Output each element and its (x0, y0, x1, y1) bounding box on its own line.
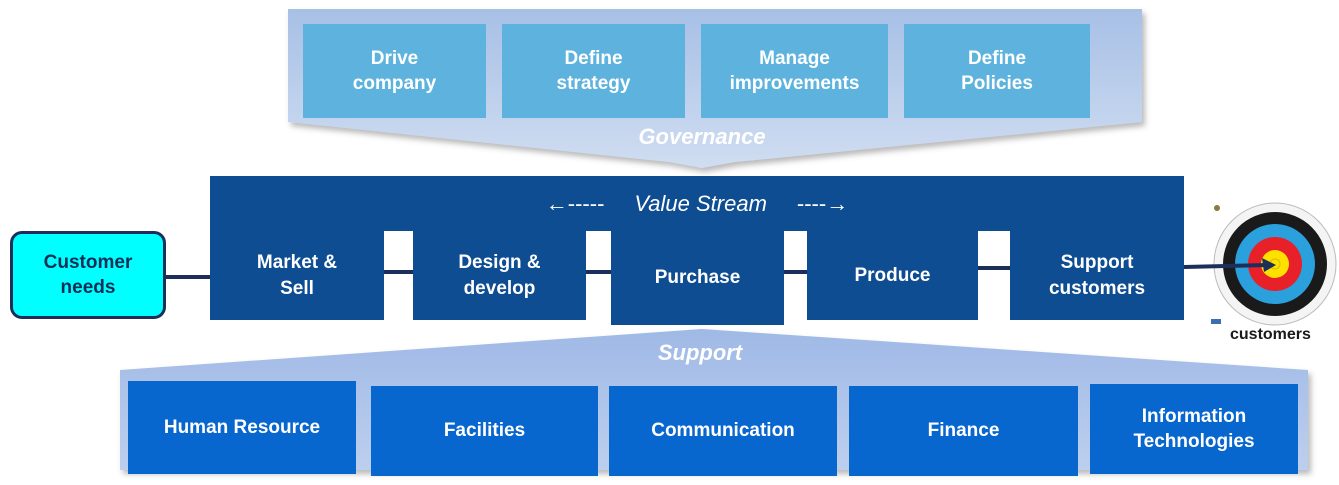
arrow-to-target-icon (1184, 258, 1276, 272)
customer-needs-box: Customer needs (10, 231, 166, 319)
right-arrow-icon: ----→ (796, 190, 849, 216)
governance-item-define-policies: Define Policies (904, 24, 1090, 118)
target-icon (1205, 200, 1339, 330)
support-item-finance: Finance (849, 386, 1078, 476)
connector-customer-needs (166, 275, 212, 279)
step-produce: Produce (807, 231, 978, 320)
support-item-communication: Communication (609, 386, 837, 476)
connector-3 (784, 270, 810, 274)
governance-item-drive-company: Drive company (303, 24, 486, 118)
connector-2 (586, 270, 614, 274)
value-stream-label: Value Stream (634, 190, 767, 216)
step-market-sell: Market & Sell (210, 231, 384, 320)
left-arrow-icon: ←----- (545, 190, 605, 216)
support-item-information-technologies: Information Technologies (1090, 384, 1298, 474)
step-design-develop: Design & develop (413, 231, 586, 320)
support-item-human-resource: Human Resource (128, 381, 356, 474)
governance-item-define-strategy: Define strategy (502, 24, 685, 118)
customers-label: customers (1230, 326, 1311, 343)
value-stream-header: ←----- Value Stream ----→ (210, 176, 1184, 231)
value-stream-band (210, 176, 1184, 231)
governance-item-manage-improvements: Manage improvements (701, 24, 888, 118)
connector-4 (978, 266, 1012, 270)
governance-label: Governance (638, 124, 766, 149)
support-label: Support (657, 340, 743, 365)
step-support-customers: Support customers (1010, 231, 1184, 320)
connector-1 (384, 270, 416, 274)
step-purchase: Purchase (611, 231, 784, 325)
support-item-facilities: Facilities (371, 386, 598, 476)
